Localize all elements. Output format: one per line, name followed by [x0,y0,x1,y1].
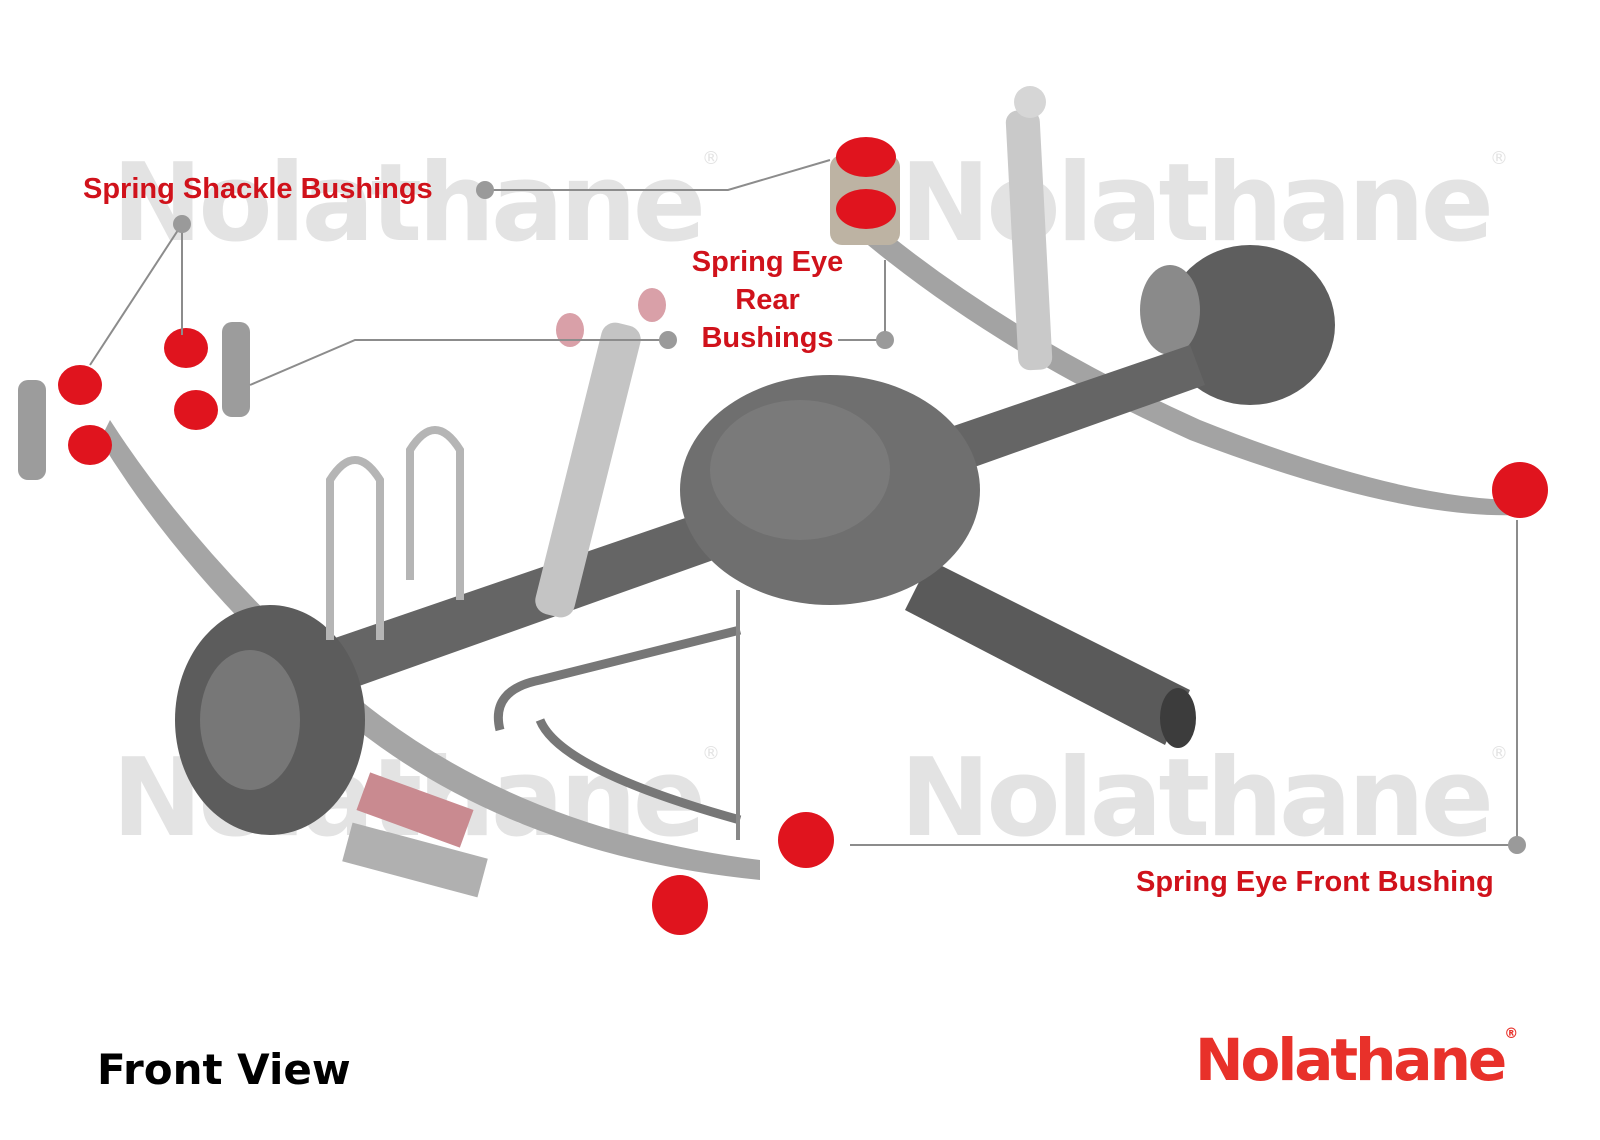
label-line: Bushings [701,322,834,354]
brake-drum-far [1165,245,1335,405]
u-bolt [406,426,464,600]
view-label: Front View [97,1045,351,1094]
sway-bar [493,625,742,825]
shock-absorber-far [1005,109,1053,371]
shackle-plate [18,380,46,480]
watermark: Nolathane® [900,736,1509,861]
watermark: Nolathane® [112,141,721,266]
driveshaft [905,560,1190,745]
shackle-plate [222,322,250,417]
label-spring-eye-front-bushing: Spring Eye Front Bushing [1136,866,1494,898]
shock-absorber-near [535,322,641,618]
bump-stop-plate [356,772,474,848]
label-line: Rear [735,284,800,316]
u-bolt [326,456,384,640]
label-spring-eye-rear-bushings: Spring Eye Rear Bushings [680,243,855,357]
label-spring-shackle-bushings: Spring Shackle Bushings [83,173,433,205]
bushings [58,137,1548,935]
watermark: Nolathane® [900,141,1509,266]
nolathane-logo: Nolathane® [1195,1026,1519,1094]
label-line: Spring Eye [691,246,844,278]
